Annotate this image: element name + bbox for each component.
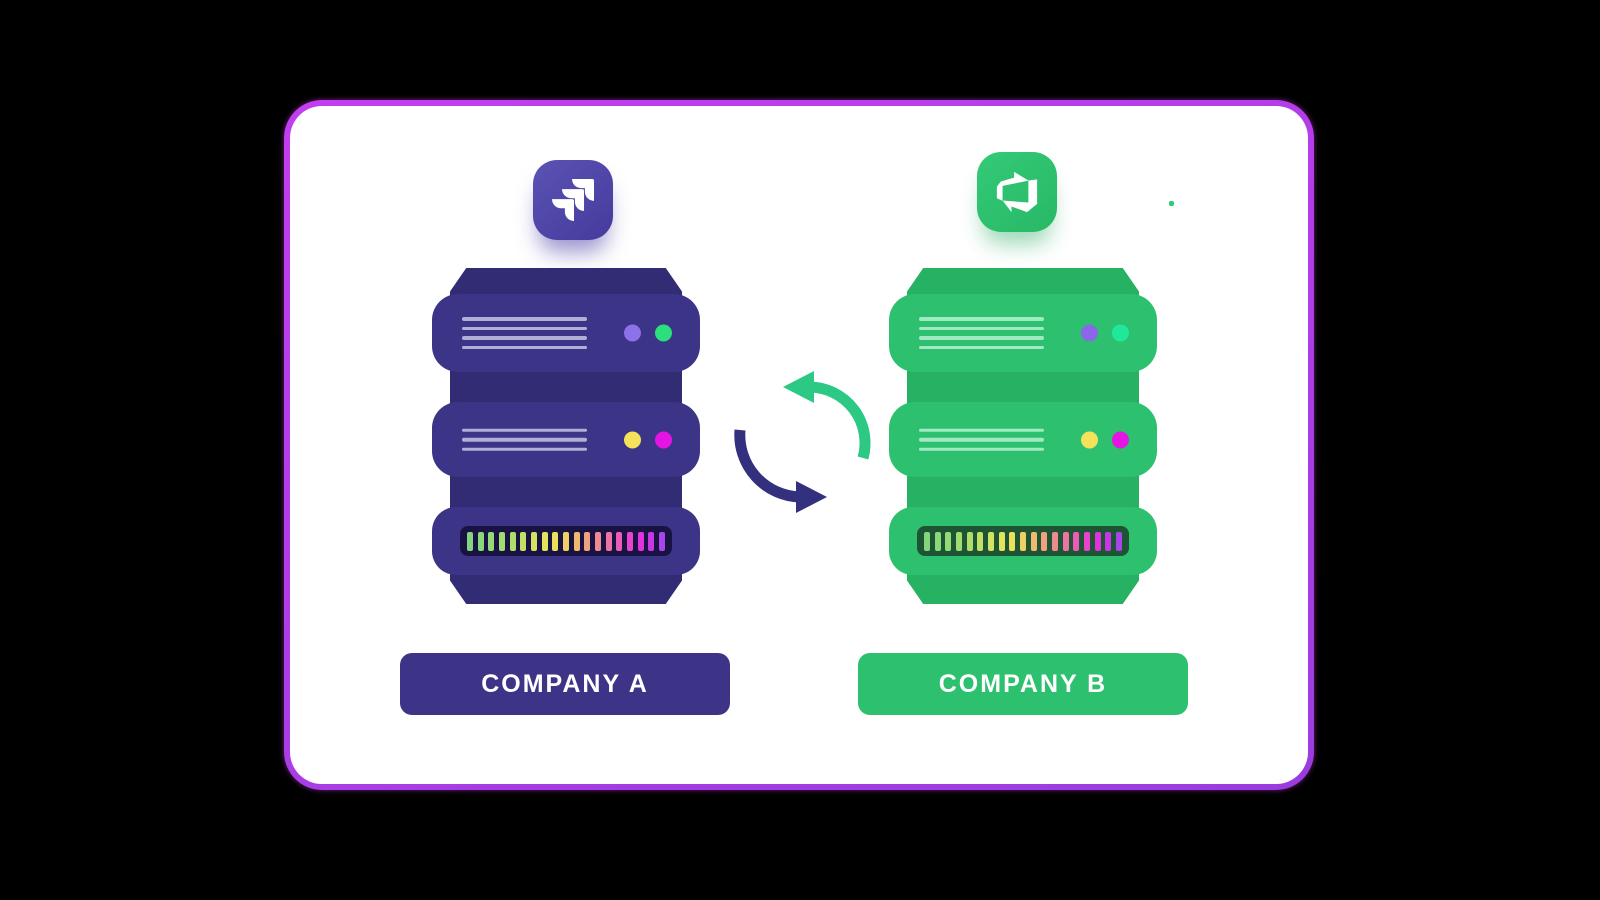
server-drawer (432, 294, 700, 372)
sync-arrow-down-head-icon (796, 481, 827, 513)
green-speck (1169, 201, 1174, 206)
status-leds (624, 431, 672, 448)
server-drawer (889, 294, 1157, 372)
azure-devops-app-icon (977, 152, 1057, 232)
sync-arrow-down-icon (734, 429, 801, 503)
status-leds (1081, 324, 1129, 342)
server-drawer (432, 507, 700, 575)
vent-lines (462, 317, 587, 349)
server-drawer (889, 507, 1157, 575)
server-stack-company-b (889, 264, 1157, 609)
vent-lines (919, 317, 1044, 349)
sync-arrow-up-icon (809, 381, 871, 460)
company-b-text: COMPANY B (938, 669, 1108, 698)
company-a-label: COMPANY A (400, 653, 730, 715)
sync-arrows-icon (734, 371, 871, 513)
company-a-text: COMPANY A (481, 669, 649, 698)
led-strip (460, 526, 672, 556)
status-leds (624, 324, 672, 342)
jira-logo-icon (552, 179, 594, 221)
server-drawer (889, 402, 1157, 477)
server-drawer (432, 402, 700, 477)
jira-app-icon (533, 160, 613, 240)
azure-devops-logo-icon (996, 171, 1038, 213)
sync-arrow-up-head-icon (783, 371, 814, 403)
status-leds (1081, 431, 1129, 448)
vent-lines (919, 428, 1044, 451)
company-b-label: COMPANY B (858, 653, 1188, 715)
led-strip (917, 526, 1129, 556)
vent-lines (462, 428, 587, 451)
server-stack-company-a (432, 264, 700, 609)
